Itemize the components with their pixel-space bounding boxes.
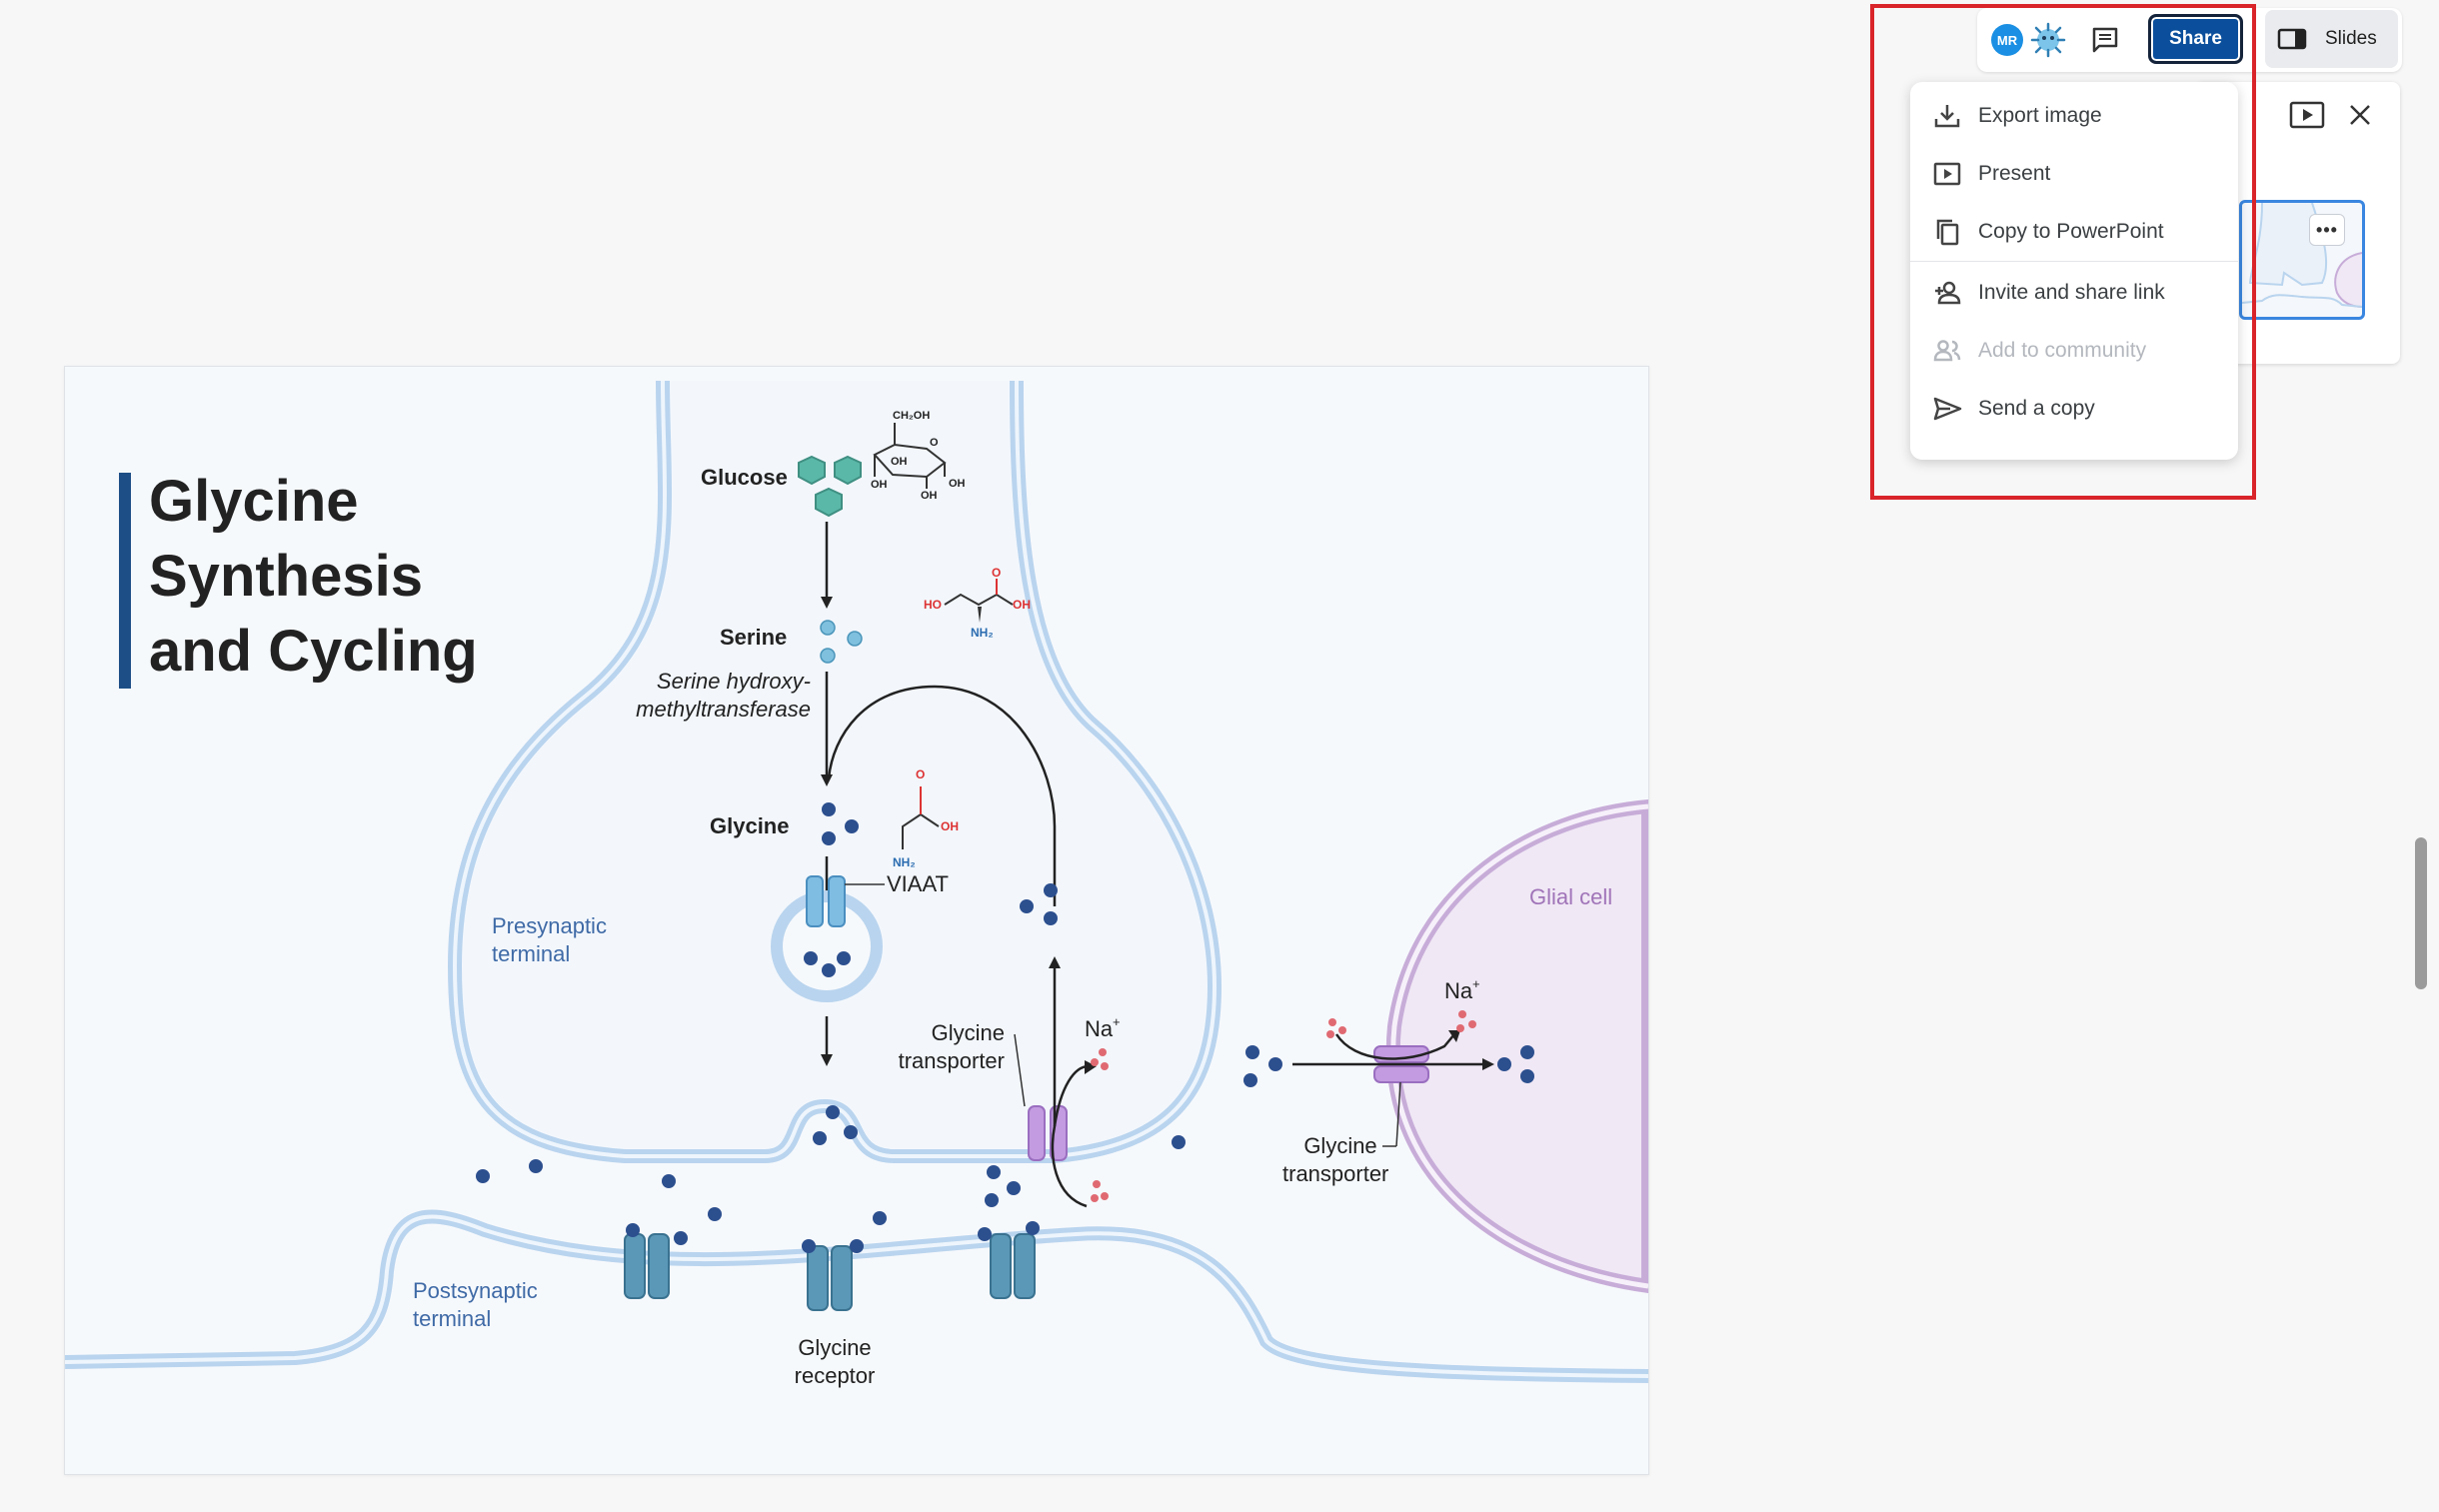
glial-cell-label: Glial cell [1529, 884, 1612, 909]
glycine-receptor-label-1: Glycine [798, 1335, 871, 1360]
glial-cell [1385, 798, 1648, 1294]
scrollbar-thumb[interactable] [2415, 837, 2427, 989]
menu-item-copy-to-powerpoint[interactable]: Copy to PowerPoint [1910, 203, 2238, 261]
menu-divider [1910, 261, 2238, 262]
share-button[interactable]: Share [2148, 14, 2243, 64]
close-icon[interactable] [2347, 102, 2373, 128]
svg-text:O: O [992, 566, 1001, 580]
svg-text:HO: HO [924, 598, 942, 612]
enzyme-label-1: Serine hydroxy- [657, 669, 811, 694]
download-icon [1934, 105, 1960, 128]
title-line-1: Glycine [149, 469, 359, 534]
svg-text:NH₂: NH₂ [971, 626, 994, 640]
slide-thumbnail[interactable] [2239, 200, 2365, 320]
viaat-transporter [806, 875, 824, 927]
canvas-card[interactable]: Glycine Synthesis and Cycling Glial cell… [64, 366, 1649, 1475]
serine-label: Serine [720, 625, 787, 650]
glycine-transporter-label-1: Glycine [932, 1020, 1005, 1045]
group-icon [1933, 340, 1961, 362]
synaptic-vesicle [771, 890, 883, 1002]
menu-item-label: Send a copy [1978, 397, 2095, 420]
sodium-label-1: Na [1085, 1016, 1114, 1041]
title-line-2: Synthesis [149, 544, 423, 609]
svg-text:OH: OH [941, 819, 959, 833]
title-line-3: and Cycling [149, 619, 478, 684]
enzyme-label-2: methyltransferase [636, 697, 811, 722]
glycine-receptor-left [624, 1223, 688, 1299]
play-icon[interactable] [2289, 100, 2325, 130]
svg-text:NH₂: NH₂ [893, 855, 916, 869]
title-accent-bar [119, 473, 131, 689]
svg-text:CH₂OH: CH₂OH [893, 410, 930, 422]
glycine-transporter-label-4: transporter [1282, 1161, 1388, 1186]
share-menu: Export image Present Copy to PowerPoint … [1910, 82, 2238, 460]
menu-item-export-image[interactable]: Export image [1910, 87, 2238, 145]
glucose-molecule [798, 455, 826, 486]
menu-item-label: Export image [1978, 104, 2102, 127]
glycine-transporter-presynaptic [1028, 1105, 1046, 1161]
slides-panel-icon [2277, 28, 2307, 50]
svg-text:+: + [1472, 976, 1480, 991]
recycle-arrow [827, 685, 1057, 906]
sodium-label-2: Na [1444, 978, 1473, 1003]
glucose-label: Glucose [701, 465, 788, 490]
glycine-receptor-label-2: receptor [795, 1363, 876, 1388]
presynaptic-label-2: terminal [492, 941, 570, 966]
slides-toggle-button[interactable]: Slides [2265, 10, 2398, 68]
send-icon [1933, 397, 1962, 421]
glycine-receptor-center [802, 1239, 864, 1311]
svg-text:O: O [930, 437, 939, 449]
glycine-diagram: Glycine Synthesis and Cycling Glial cell… [65, 380, 1648, 1474]
slides-label: Slides [2325, 28, 2377, 49]
menu-item-label: Copy to PowerPoint [1978, 220, 2164, 243]
viaat-label: VIAAT [887, 871, 949, 896]
slide-more-button[interactable]: ••• [2309, 214, 2345, 246]
menu-item-label: Present [1978, 162, 2051, 185]
menu-item-label: Invite and share link [1978, 281, 2165, 304]
highlight-annotation-box [1870, 4, 2256, 500]
glycine-molecule [822, 802, 836, 816]
svg-text:O: O [916, 767, 925, 781]
copy-icon [1936, 219, 1959, 246]
glycine-transporter-label-2: transporter [899, 1048, 1005, 1073]
menu-item-present[interactable]: Present [1910, 145, 2238, 203]
glycine-transporter-label-3: Glycine [1303, 1133, 1376, 1158]
postsynaptic-label-1: Postsynaptic [413, 1278, 538, 1303]
person-add-icon [1935, 281, 1961, 305]
svg-text:+: + [1113, 1014, 1121, 1029]
svg-text:OH: OH [1013, 598, 1031, 612]
glycine-receptor-right [978, 1221, 1040, 1299]
glycine-label: Glycine [710, 813, 789, 838]
svg-text:OH: OH [921, 490, 938, 502]
menu-item-invite-and-share-link[interactable]: Invite and share link [1910, 264, 2238, 322]
serine-molecule [820, 620, 836, 636]
present-icon [1933, 162, 1961, 186]
svg-text:OH: OH [949, 478, 966, 490]
menu-item-add-to-community: Add to community [1910, 322, 2238, 380]
serine-structure [944, 593, 1014, 607]
svg-text:OH: OH [871, 479, 888, 491]
presynaptic-label-1: Presynaptic [492, 913, 607, 938]
glycine-structure [902, 812, 940, 849]
svg-text:OH: OH [891, 456, 908, 468]
avatar[interactable]: MR [1991, 24, 2023, 56]
comment-icon[interactable] [2089, 24, 2121, 56]
menu-item-send-a-copy[interactable]: Send a copy [1910, 380, 2238, 438]
postsynaptic-label-2: terminal [413, 1306, 491, 1331]
collaborator-avatar-icon[interactable] [2029, 22, 2067, 58]
menu-item-label: Add to community [1978, 339, 2147, 362]
